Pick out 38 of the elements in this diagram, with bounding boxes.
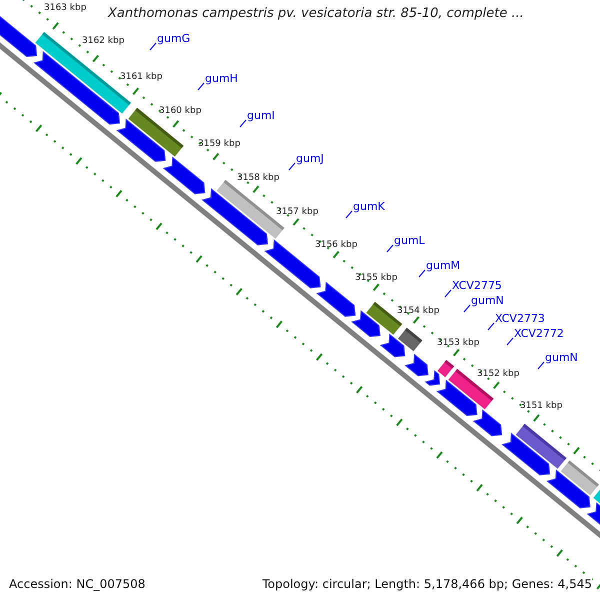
scale-label: 3156 kbp: [315, 241, 358, 250]
scale-label: 3162 kbp: [82, 37, 124, 46]
gene-label: gumI: [247, 110, 275, 121]
leader-line: [506, 338, 514, 346]
leader-line: [464, 304, 470, 312]
scale-label: 3161 kbp: [120, 73, 162, 82]
gene-label: gumN: [471, 295, 504, 306]
leader-line: [444, 290, 452, 298]
leader-line: [418, 270, 426, 278]
scale-label: 3155 kbp: [355, 274, 398, 283]
gene-label: XCV2773: [495, 313, 545, 324]
gene-label: gumK: [353, 201, 385, 212]
scale-label: 3160 kbp: [159, 107, 202, 116]
gene-label: XCV2775: [452, 280, 502, 291]
leader-line: [488, 322, 494, 330]
scale-label: 3157 kbp: [276, 208, 318, 217]
gene-label: gumL: [394, 235, 425, 246]
scale-label: 3163 kbp: [44, 4, 86, 13]
leader-line: [538, 362, 544, 370]
gene-label: gumG: [157, 33, 190, 44]
gene-label: gumJ: [296, 153, 324, 164]
leader-line: [240, 120, 246, 128]
scale-label: 3153 kbp: [437, 339, 480, 348]
leader-line: [150, 42, 156, 50]
scale-label: 3158 kbp: [237, 174, 280, 183]
gene-label: XCV2772: [514, 328, 564, 339]
scale-label: 3152 kbp: [477, 370, 520, 379]
scale-label: 3154 kbp: [397, 307, 440, 316]
gene-label: gumN: [545, 352, 578, 363]
scale-label: 3159 kbp: [198, 140, 240, 149]
leader-line: [346, 210, 352, 218]
leader-line: [386, 244, 394, 252]
genome-stats-note: Topology: circular; Length: 5,178,466 bp; Genes: 4,545: [262, 575, 592, 593]
leader-line: [288, 162, 296, 170]
leader-line: [198, 82, 204, 90]
gene-label: gumH: [205, 73, 238, 84]
scale-label: 3151 kbp: [520, 402, 562, 411]
gene-label: gumM: [426, 260, 460, 271]
